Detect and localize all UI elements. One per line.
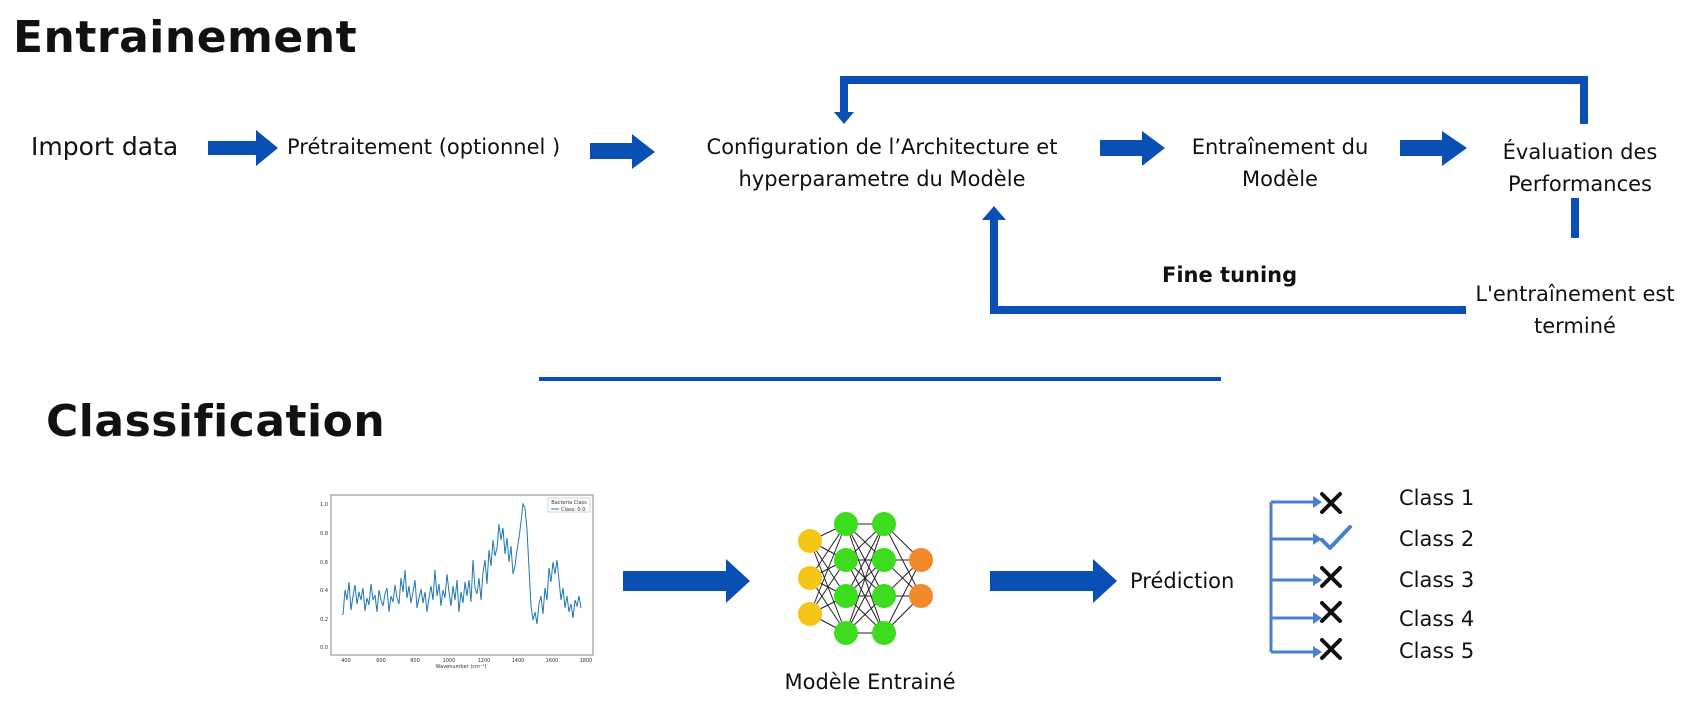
step-termine-line1: L'entraînement est bbox=[1475, 282, 1675, 306]
svg-text:400: 400 bbox=[341, 658, 351, 664]
fine-tuning-label: Fine tuning bbox=[1162, 263, 1298, 287]
step-evaluation-line1: Évaluation des bbox=[1502, 140, 1658, 164]
step-termine-line2: terminé bbox=[1534, 314, 1616, 338]
class-1-label: Class 1 bbox=[1399, 486, 1475, 510]
fine-tuning-arrowhead bbox=[982, 206, 1006, 220]
spectrum-xticks: 400 600 800 1000 1200 1400 1600 1800 bbox=[341, 658, 592, 664]
step-entrainement: Entraînement du Modèle bbox=[1170, 131, 1390, 195]
step-entrainement-line2: Modèle bbox=[1242, 167, 1318, 191]
svg-text:1600: 1600 bbox=[546, 658, 559, 664]
arrow-model-to-prediction bbox=[990, 559, 1117, 603]
class-3-label: Class 3 bbox=[1399, 568, 1475, 592]
cross-icon-class-3 bbox=[1320, 566, 1342, 588]
prediction-label: Prédiction bbox=[1130, 569, 1235, 593]
arrow-config-to-entrainement bbox=[1100, 131, 1165, 166]
cross-icon-class-1 bbox=[1320, 492, 1342, 514]
spectrum-legend-title: Bacteria Class bbox=[551, 500, 587, 506]
classification-title: Classification bbox=[46, 396, 386, 447]
arrow-import-to-pretraitement bbox=[208, 130, 278, 166]
fine-tuning-loop bbox=[990, 218, 1466, 314]
svg-text:600: 600 bbox=[376, 658, 386, 664]
evaluation-to-termine-line bbox=[1571, 198, 1579, 238]
feedback-loop-top bbox=[840, 76, 1588, 124]
svg-text:0.0: 0.0 bbox=[320, 645, 328, 651]
svg-text:1400: 1400 bbox=[512, 658, 525, 664]
cross-icon-class-5 bbox=[1320, 638, 1342, 660]
step-configuration: Configuration de l’Architecture et hyper… bbox=[672, 131, 1092, 195]
arrow-pretraitement-to-config bbox=[590, 134, 655, 169]
step-entrainement-line1: Entraînement du bbox=[1191, 135, 1369, 159]
spectrum-plot: Bacteria Class Class: 0.0 400 600 800 10… bbox=[320, 494, 594, 670]
svg-text:800: 800 bbox=[410, 658, 420, 664]
arrow-spectrum-to-model bbox=[623, 559, 750, 603]
training-title: Entrainement bbox=[13, 12, 358, 63]
feedback-loop-top-arrowhead bbox=[834, 112, 854, 124]
prediction-branch-heads bbox=[1313, 496, 1322, 658]
svg-text:0.4: 0.4 bbox=[320, 588, 328, 594]
class-4-label: Class 4 bbox=[1399, 607, 1475, 631]
neural-network-icon bbox=[798, 512, 933, 645]
prediction-branches bbox=[1269, 500, 1313, 654]
svg-text:1.0: 1.0 bbox=[320, 502, 328, 508]
check-icon-class-2 bbox=[1320, 525, 1352, 550]
cross-icon-class-4 bbox=[1320, 601, 1342, 623]
step-evaluation: Évaluation des Performances bbox=[1480, 136, 1680, 200]
step-configuration-line1: Configuration de l’Architecture et bbox=[706, 135, 1058, 159]
class-5-label: Class 5 bbox=[1399, 639, 1475, 663]
step-evaluation-line2: Performances bbox=[1507, 172, 1653, 196]
svg-text:1800: 1800 bbox=[580, 658, 593, 664]
step-import-data: Import data bbox=[31, 132, 179, 161]
spectrum-yticks: 0.0 0.2 0.4 0.6 0.8 1.0 bbox=[320, 502, 328, 651]
svg-text:1200: 1200 bbox=[478, 658, 491, 664]
svg-text:0.6: 0.6 bbox=[320, 560, 328, 566]
svg-text:0.2: 0.2 bbox=[320, 617, 328, 623]
step-pretraitement: Prétraitement (optionnel ) bbox=[287, 135, 561, 159]
class-2-label: Class 2 bbox=[1399, 527, 1475, 551]
section-separator bbox=[539, 377, 1221, 381]
svg-text:1000: 1000 bbox=[443, 658, 456, 664]
arrow-entrainement-to-evaluation bbox=[1400, 131, 1467, 166]
svg-text:0.8: 0.8 bbox=[320, 531, 328, 537]
model-label: Modèle Entrainé bbox=[784, 670, 956, 694]
spectrum-xlabel: Wavenumber (cm⁻¹) bbox=[436, 664, 487, 670]
step-termine: L'entraînement est terminé bbox=[1460, 278, 1690, 342]
step-configuration-line2: hyperparametre du Modèle bbox=[738, 167, 1026, 191]
spectrum-legend-entry: Class: 0.0 bbox=[561, 507, 585, 513]
spectrum-line bbox=[342, 502, 582, 625]
